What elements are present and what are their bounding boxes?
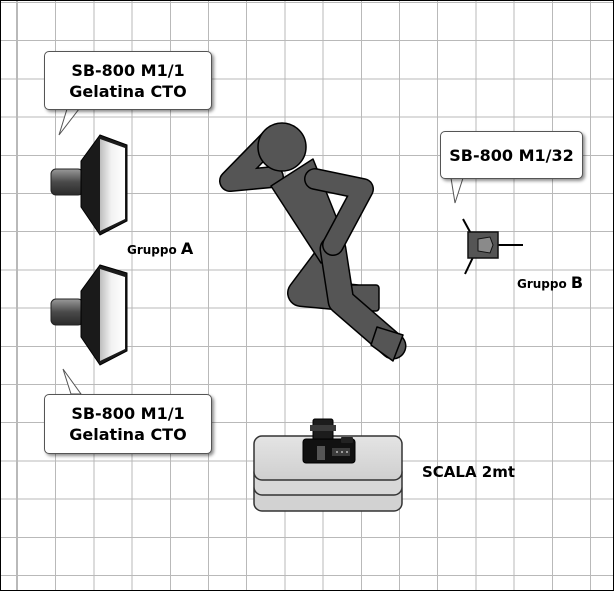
camera-icon — [302, 418, 356, 464]
group-b-label: Gruppo B — [517, 273, 583, 292]
group-letter: B — [570, 273, 584, 292]
callout-right: SB-800 M1/32 — [440, 131, 583, 179]
callout-tail-bottom-left — [62, 368, 82, 395]
speedlight-icon — [462, 218, 523, 275]
callout-line-1: SB-800 M1/32 — [449, 145, 574, 165]
scale-label: SCALA 2mt — [422, 463, 516, 481]
callout-top-left: SB-800 M1/1 Gelatina CTO — [44, 51, 212, 110]
callout-tail-right — [450, 177, 464, 204]
softbox-icon — [50, 134, 128, 236]
group-word: Gruppo — [517, 277, 567, 291]
group-letter: A — [180, 239, 194, 258]
group-a-label: Gruppo A — [127, 239, 193, 258]
callout-tail-top-left — [58, 108, 81, 136]
callout-line-2: Gelatina CTO — [69, 81, 187, 101]
callout-line-1: SB-800 M1/1 — [71, 404, 185, 423]
softbox-icon — [50, 264, 128, 366]
model-figure-icon — [219, 122, 407, 362]
callout-bottom-left: SB-800 M1/1 Gelatina CTO — [44, 394, 212, 454]
group-word: Gruppo — [127, 243, 177, 257]
callout-line-2: Gelatina CTO — [69, 425, 187, 444]
callout-line-1: SB-800 M1/1 — [71, 60, 185, 80]
